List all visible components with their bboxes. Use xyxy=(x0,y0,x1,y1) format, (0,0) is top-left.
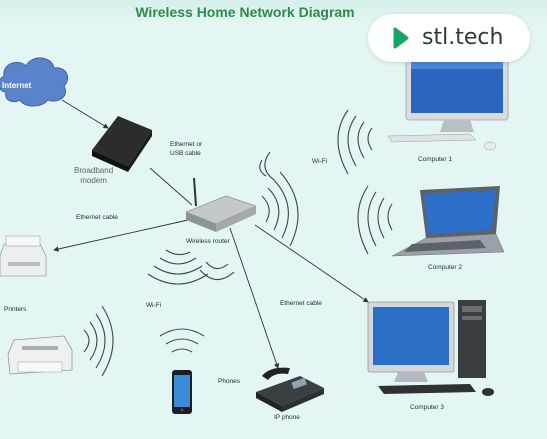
internet-label: Internet xyxy=(2,81,32,90)
internet-cloud-icon xyxy=(0,57,69,107)
computer1-label: Computer 1 xyxy=(418,156,452,163)
router-wifi-waves-icon xyxy=(147,151,299,285)
watermark-text: stl.tech xyxy=(422,25,504,50)
computer3-icon xyxy=(367,300,494,396)
printer-laser-icon xyxy=(7,335,73,375)
printer-wifi-waves-icon xyxy=(83,305,114,377)
computer2-icon xyxy=(391,186,505,257)
broadband-modem-icon xyxy=(92,116,152,172)
printer-inkjet-icon xyxy=(0,235,47,277)
cable-router-computer3 xyxy=(254,224,369,303)
cable-modem-router xyxy=(149,167,193,206)
stl-logo-icon xyxy=(393,27,409,49)
wireless-router-label: Wireless router xyxy=(186,238,230,245)
cable-internet-modem xyxy=(61,99,109,129)
diagram-title: Wireless Home Network Diagram xyxy=(135,4,355,20)
wireless-router-icon xyxy=(185,177,257,232)
stl-tech-watermark: stl.tech xyxy=(368,14,530,62)
broadband-modem-label: Broadband modem xyxy=(74,166,114,185)
cable-router-printer xyxy=(53,219,189,252)
ip-phone-icon xyxy=(256,367,324,412)
ip-phone-label: IP phone xyxy=(274,414,300,421)
phone-wifi-waves-icon xyxy=(159,328,205,353)
cable-router-ipphone xyxy=(229,227,280,369)
ethernet-cable-left-label: Ethernet cable xyxy=(76,214,118,221)
ethernet-cable-right-label: Ethernet cable xyxy=(280,300,322,307)
wifi-computer1-label: Wi-Fi xyxy=(312,158,328,165)
computer1-icon xyxy=(387,53,509,151)
phones-label: Phones xyxy=(218,378,241,385)
computer2-wifi-waves-icon xyxy=(357,185,393,255)
mobile-phone-icon xyxy=(172,370,192,414)
wifi-printer-label: Wi-Fi xyxy=(146,302,162,309)
computer1-wifi-waves-icon xyxy=(337,109,373,175)
ethernet-or-usb-cable-label: Ethernet or USB cable xyxy=(170,141,203,157)
printers-label: Printers xyxy=(4,306,27,313)
computer3-label: Computer 3 xyxy=(410,404,444,411)
computer2-label: Computer 2 xyxy=(428,264,462,271)
